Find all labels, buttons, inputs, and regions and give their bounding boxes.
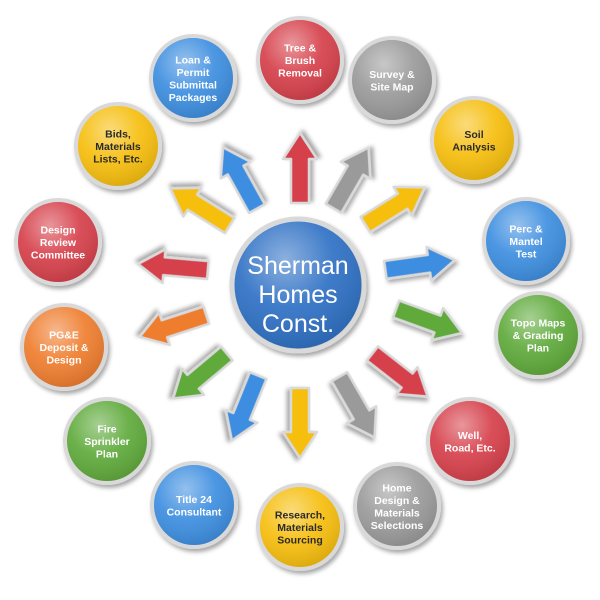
node-label-line: Materials [277,522,323,534]
node-label-line: Design [46,355,81,367]
node-label-line: Well, [458,430,482,442]
node-label-line: Road, Etc. [444,442,495,454]
node-gloss [78,106,158,186]
node-label-line: PG&E [49,330,79,342]
node-gloss [67,401,147,481]
node-gloss [352,40,432,120]
arrow-2 [324,146,372,215]
node-label-line: Packages [169,92,218,104]
node-label-line: Home [382,482,411,494]
node-label-line: Deposit & [39,342,88,354]
node-label-line: Materials [374,507,420,519]
arrow-6 [365,345,429,398]
node-label-line: Survey & [369,69,415,81]
node-gloss [430,401,510,481]
center-line-3: Const. [262,310,334,338]
center-line-1: Sherman [247,252,348,280]
node-label-line: Tree & [284,43,317,55]
node-label-line: Site Map [370,81,413,93]
center-gloss [234,221,362,349]
node-survey: Survey &Site Map [348,36,436,124]
node-label-line: Soil [464,129,483,141]
node-gloss [153,38,233,118]
node-label-line: Title 24 [176,494,212,506]
node-gloss [18,202,98,282]
arrow-9 [224,370,268,442]
node-gloss [24,307,104,387]
node-label-line: Test [516,249,537,261]
node-gloss [260,487,340,567]
node-label-line: Analysis [452,141,495,153]
arrow-7 [330,370,378,439]
node-gloss [498,295,578,375]
node-label-line: Sprinkler [84,436,130,448]
node-label-line: Design & [374,495,420,507]
node-label-line: Consultant [167,506,222,518]
arrow-4 [382,245,456,282]
node-label-line: Removal [278,68,322,80]
arrows-layer [136,131,464,460]
node-label-line: Materials [95,141,141,153]
node-label-line: Mantel [509,236,542,248]
center-node: Sherman Homes Const. [229,216,367,354]
node-label-line: Selections [371,520,424,532]
node-label-line: Committee [31,250,85,262]
arrow-11 [138,305,211,347]
node-label-line: Bids, [105,129,131,141]
node-gloss [486,201,566,281]
arrow-5 [391,299,464,342]
node-gloss [260,20,340,100]
arrow-3 [359,185,426,234]
arrow-1 [281,131,319,205]
node-label-line: Plan [96,449,118,461]
arrow-10 [171,345,234,400]
node-label-line: Review [40,237,77,249]
center-line-2: Homes [258,281,337,309]
node-label-line: Research, [275,510,325,522]
arrow-13 [169,186,236,235]
arrow-12 [136,248,210,285]
node-label-line: Design [40,225,75,237]
node-label-line: Submittal [169,79,217,91]
node-label-line: Plan [527,343,549,355]
node-gloss [154,465,234,545]
node-label-line: Lists, Etc. [93,154,143,166]
node-gloss [434,100,514,180]
node-label-line: Topo Maps [511,318,566,330]
node-well: Well,Road, Etc. [426,397,514,485]
node-gloss [357,466,437,546]
node-label-line: Loan & [175,54,211,66]
node-label-line: Sourcing [277,535,323,547]
node-label-line: & Grading [513,330,564,342]
node-label-line: Permit [177,67,210,79]
arrow-14 [219,146,267,215]
node-label-line: Fire [97,424,116,436]
arrow-8 [281,386,319,460]
node-label-line: Brush [285,55,315,67]
node-label-line: Perc & [509,224,543,236]
